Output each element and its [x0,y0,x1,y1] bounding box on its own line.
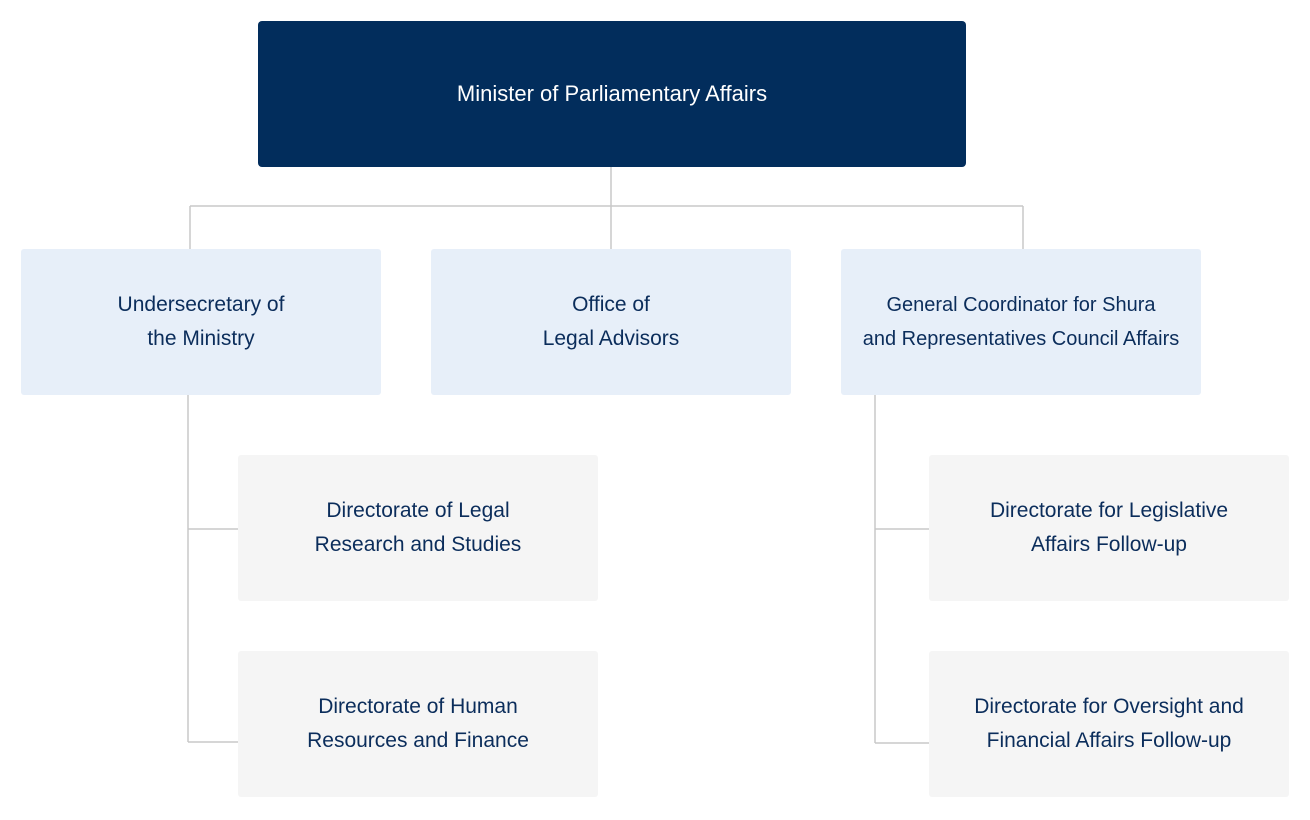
human-resources-label-line1: Directorate of Human [318,695,518,718]
legal-research-directorate-box: Directorate of Legal Research and Studie… [238,455,598,601]
legal-research-label-line1: Directorate of Legal [326,499,510,522]
oversight-financial-directorate-box: Directorate for Oversight and Financial … [929,651,1289,797]
legal-research-label-line2: Research and Studies [314,533,522,556]
undersecretary-label-line2: the Ministry [147,327,255,350]
legislative-affairs-label-line2: Affairs Follow-up [1030,533,1187,556]
legal-advisors-box: Office of Legal Advisors [431,249,791,395]
legislative-affairs-directorate-box: Directorate for Legislative Affairs Foll… [929,455,1289,601]
human-resources-label-line2: Resources and Finance [307,729,529,752]
undersecretary-label-line1: Undersecretary of [117,293,285,316]
human-resources-directorate-box: Directorate of Human Resources and Finan… [238,651,598,797]
legal-advisors-label-line2: Legal Advisors [542,327,680,350]
legal-advisors-label-line1: Office of [572,293,650,316]
general-coordinator-label-line1: General Coordinator for Shura [886,294,1156,316]
general-coordinator-box: General Coordinator for Shura and Repres… [841,249,1201,395]
minister-box: Minister of Parliamentary Affairs [258,21,966,167]
oversight-financial-label-line2: Financial Affairs Follow-up [986,729,1232,752]
undersecretary-box: Undersecretary of the Ministry [21,249,381,395]
minister-label: Minister of Parliamentary Affairs [456,81,768,106]
general-coordinator-label-line2: and Representatives Council Affairs [862,328,1180,350]
legislative-affairs-label-line1: Directorate for Legislative [989,499,1229,522]
oversight-financial-label-line1: Directorate for Oversight and [974,695,1244,718]
